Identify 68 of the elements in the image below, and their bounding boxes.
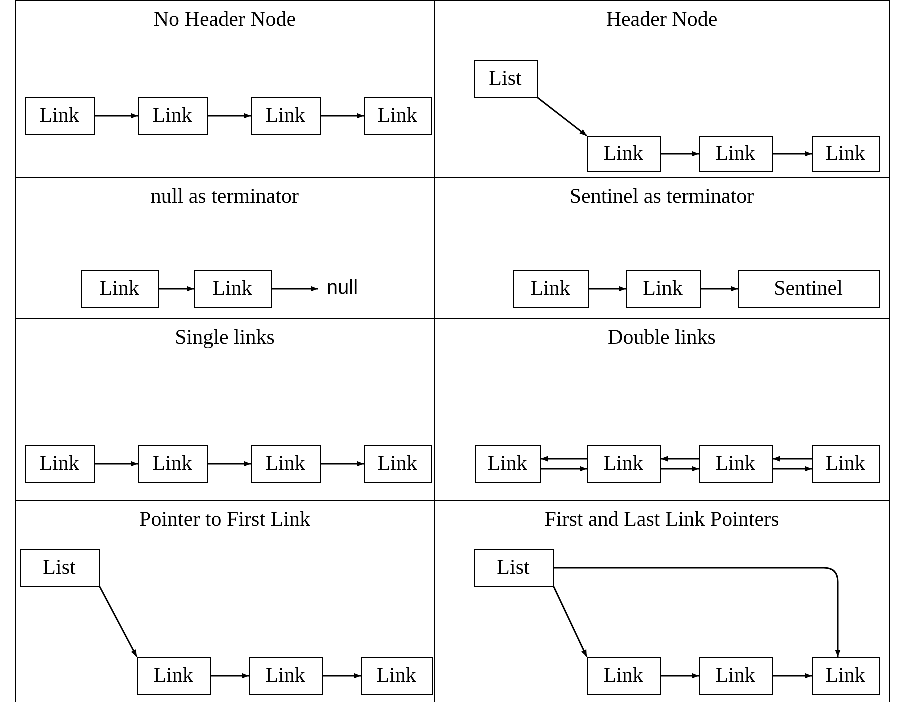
arrow: [661, 673, 699, 679]
arrow: [661, 466, 699, 472]
node-box: Link: [698, 136, 772, 172]
arrow: [321, 461, 364, 467]
arrow: [541, 466, 587, 472]
node-box: Link: [24, 96, 94, 134]
arrow: [99, 586, 138, 658]
node-box: Link: [138, 444, 208, 482]
panel: [15, 318, 435, 501]
panel-title: null as terminator: [150, 184, 300, 208]
node-box: Link: [194, 270, 272, 308]
node-box: Link: [474, 444, 540, 482]
arrow: [321, 113, 364, 119]
node-box: Link: [250, 444, 320, 482]
panel-title: First and Last Link Pointers: [544, 507, 780, 531]
node-box: Link: [364, 444, 432, 482]
arrow: [159, 286, 194, 292]
node-box: Link: [248, 656, 322, 694]
node-box: Sentinel: [738, 270, 880, 308]
panel-title: No Header Node: [152, 7, 298, 31]
node-box: Link: [812, 656, 880, 694]
panel: [15, 500, 435, 702]
arrow: [208, 461, 251, 467]
node-box: List: [474, 60, 538, 98]
node-box: Link: [698, 656, 772, 694]
node-box: Link: [586, 136, 660, 172]
panel-title: Single links: [174, 325, 276, 349]
arrow: [661, 151, 699, 157]
arrow: [208, 113, 251, 119]
arrow: [773, 673, 812, 679]
node-box: List: [474, 548, 554, 586]
arrow: [553, 586, 588, 658]
arrow: [323, 673, 361, 679]
panel-title: Header Node: [605, 7, 719, 31]
arrow: [541, 456, 587, 462]
node-box: List: [20, 548, 100, 586]
arrow: [272, 286, 318, 292]
arrow: [661, 456, 699, 462]
node-box: Link: [512, 270, 588, 308]
arrow: [95, 461, 138, 467]
node-box: Link: [138, 96, 208, 134]
panel: [434, 0, 890, 178]
node-box: Link: [364, 96, 432, 134]
panel-title: Double links: [607, 325, 717, 349]
node-box: Link: [626, 270, 700, 308]
terminator-text: null: [318, 272, 368, 306]
arrow: [589, 286, 626, 292]
panel-title: Pointer to First Link: [138, 507, 312, 531]
arrow: [95, 113, 138, 119]
panel-title: Sentinel as terminator: [568, 184, 756, 208]
node-box: Link: [250, 96, 320, 134]
node-box: Link: [698, 444, 772, 482]
arrow: [773, 151, 812, 157]
node-box: Link: [586, 656, 660, 694]
arrow: [538, 97, 588, 137]
arrow: [773, 466, 812, 472]
node-box: Link: [136, 656, 210, 694]
arrow: [211, 673, 249, 679]
node-box: Link: [24, 444, 94, 482]
node-box: Link: [812, 444, 880, 482]
node-box: Link: [812, 136, 880, 172]
node-box: Link: [360, 656, 432, 694]
arrow: [701, 286, 738, 292]
node-box: Link: [586, 444, 660, 482]
arrow: [773, 456, 812, 462]
arrow: [554, 567, 841, 657]
panel: [15, 0, 435, 178]
node-box: Link: [80, 270, 158, 308]
